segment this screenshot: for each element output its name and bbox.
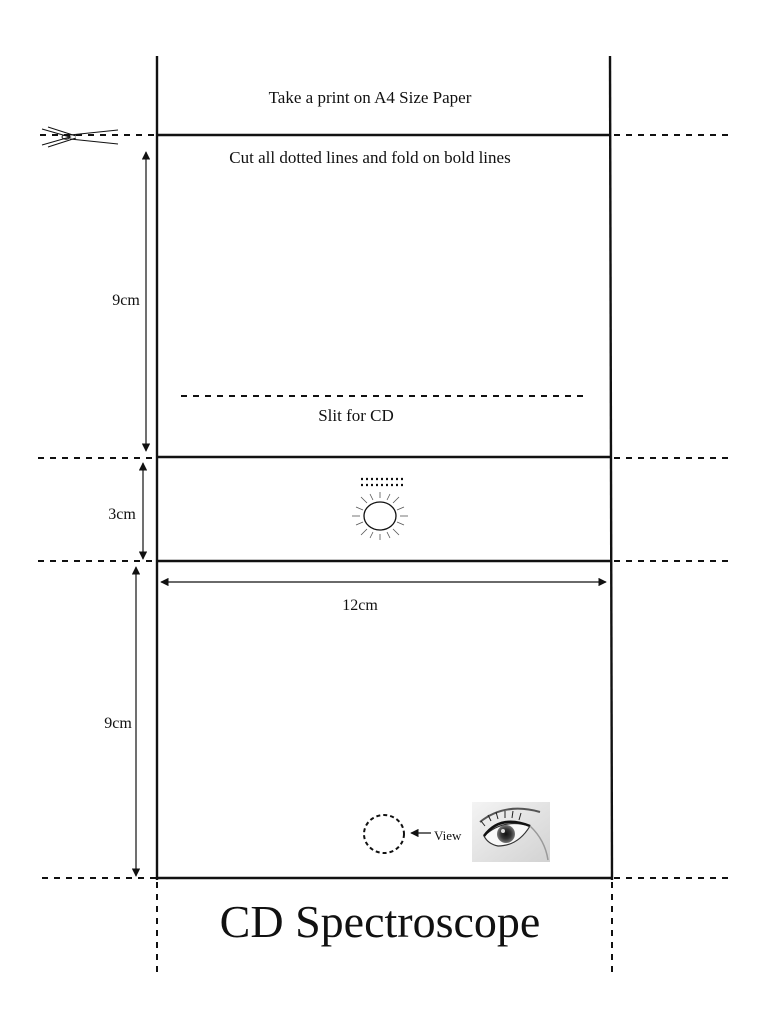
dimension-top-panel: 9cm: [112, 151, 151, 452]
dimension-middle-panel: 3cm: [108, 462, 148, 560]
dimension-bottom-panel: 9cm: [104, 566, 141, 877]
light-slot-dots: [361, 477, 406, 487]
page-title: CD Spectroscope: [220, 896, 541, 947]
dimension-middle-label: 3cm: [108, 506, 136, 523]
slit-label: Slit for CD: [318, 406, 394, 425]
dashed-circle-icon: [363, 814, 405, 854]
paper-clip-icon: [41, 126, 119, 148]
fold-lines: [155, 55, 614, 881]
view-label: View: [434, 828, 462, 843]
cut-fold-instruction: Cut all dotted lines and fold on bold li…: [229, 148, 510, 167]
sun-icon: [352, 492, 408, 540]
print-instruction: Take a print on A4 Size Paper: [269, 88, 472, 107]
dimension-width: 12cm: [160, 577, 607, 614]
dimension-top-label: 9cm: [112, 292, 140, 309]
cut-lines: [38, 134, 728, 972]
dimension-bottom-label: 9cm: [104, 715, 132, 732]
dimension-width-label: 12cm: [342, 597, 378, 614]
eye-icon: [472, 802, 550, 862]
